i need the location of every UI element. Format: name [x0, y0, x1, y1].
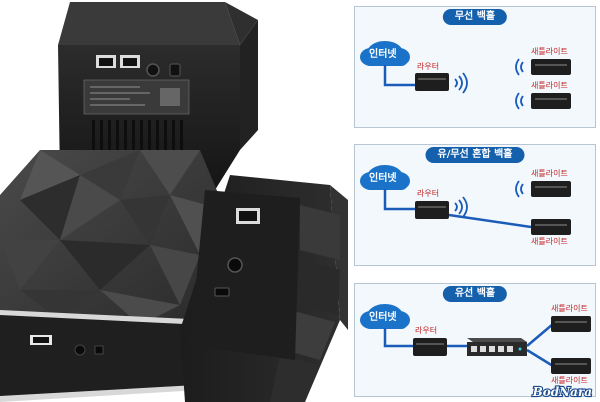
satellite-top-icon	[551, 316, 591, 332]
network-switch-icon	[467, 338, 527, 356]
product-photo	[0, 0, 348, 402]
internet-label: 인터넷	[369, 49, 397, 60]
router-label: 라우터	[415, 326, 438, 335]
satellite-bottom-icon	[551, 358, 591, 374]
bodnara-watermark: BodNara	[531, 384, 594, 399]
internet-label: 인터넷	[369, 173, 397, 184]
satellite-bottom-label: 새틀라이트	[531, 237, 568, 246]
panel-wireless-backhaul: 무선 백홀	[354, 6, 596, 128]
satellite-top-label: 새틀라이트	[551, 304, 588, 313]
wireless-diagram	[360, 41, 571, 110]
internet-cloud-icon	[360, 165, 410, 190]
watermark-text: BodNara	[532, 385, 592, 399]
panel-title: 무선 백홀	[442, 9, 508, 25]
satellite-top-icon	[531, 59, 571, 75]
satellite-top-icon	[531, 181, 571, 197]
panel-wired-backhaul: 유선 백홀	[354, 283, 596, 397]
unit-side-right	[180, 175, 348, 402]
panel-title: 유선 백홀	[442, 286, 508, 302]
router-label: 라우터	[417, 62, 440, 71]
wifi-signal-icon	[515, 58, 524, 76]
router-icon	[415, 201, 449, 219]
router-label: 라우터	[417, 189, 440, 198]
backhaul-diagrams: 무선 백홀	[350, 0, 600, 402]
satellite-bottom-icon	[531, 93, 571, 109]
wifi-signal-icon	[515, 92, 524, 110]
internet-label: 인터넷	[369, 312, 397, 323]
wifi-signal-icon	[515, 180, 524, 198]
satellite-bottom-label: 새틀라이트	[531, 81, 568, 90]
satellite-top-label: 새틀라이트	[531, 47, 568, 56]
satellite-bottom-icon	[531, 219, 571, 235]
satellite-bottom-label: 새틀라이트	[551, 376, 588, 385]
unit-front-left	[0, 150, 225, 402]
wifi-signal-icon	[454, 72, 468, 94]
internet-cloud-icon	[360, 304, 410, 329]
router-icon	[413, 338, 447, 356]
internet-cloud-icon	[360, 41, 410, 66]
panel-title: 유/무선 혼합 백홀	[425, 147, 525, 163]
wired-diagram	[360, 304, 591, 374]
satellite-top-label: 새틀라이트	[531, 169, 568, 178]
hybrid-diagram	[360, 165, 571, 235]
wifi-signal-icon	[454, 196, 468, 218]
panel-hybrid-backhaul: 유/무선 혼합 백홀	[354, 144, 596, 266]
router-icon	[415, 73, 449, 91]
mesh-units-illustration	[0, 2, 348, 402]
